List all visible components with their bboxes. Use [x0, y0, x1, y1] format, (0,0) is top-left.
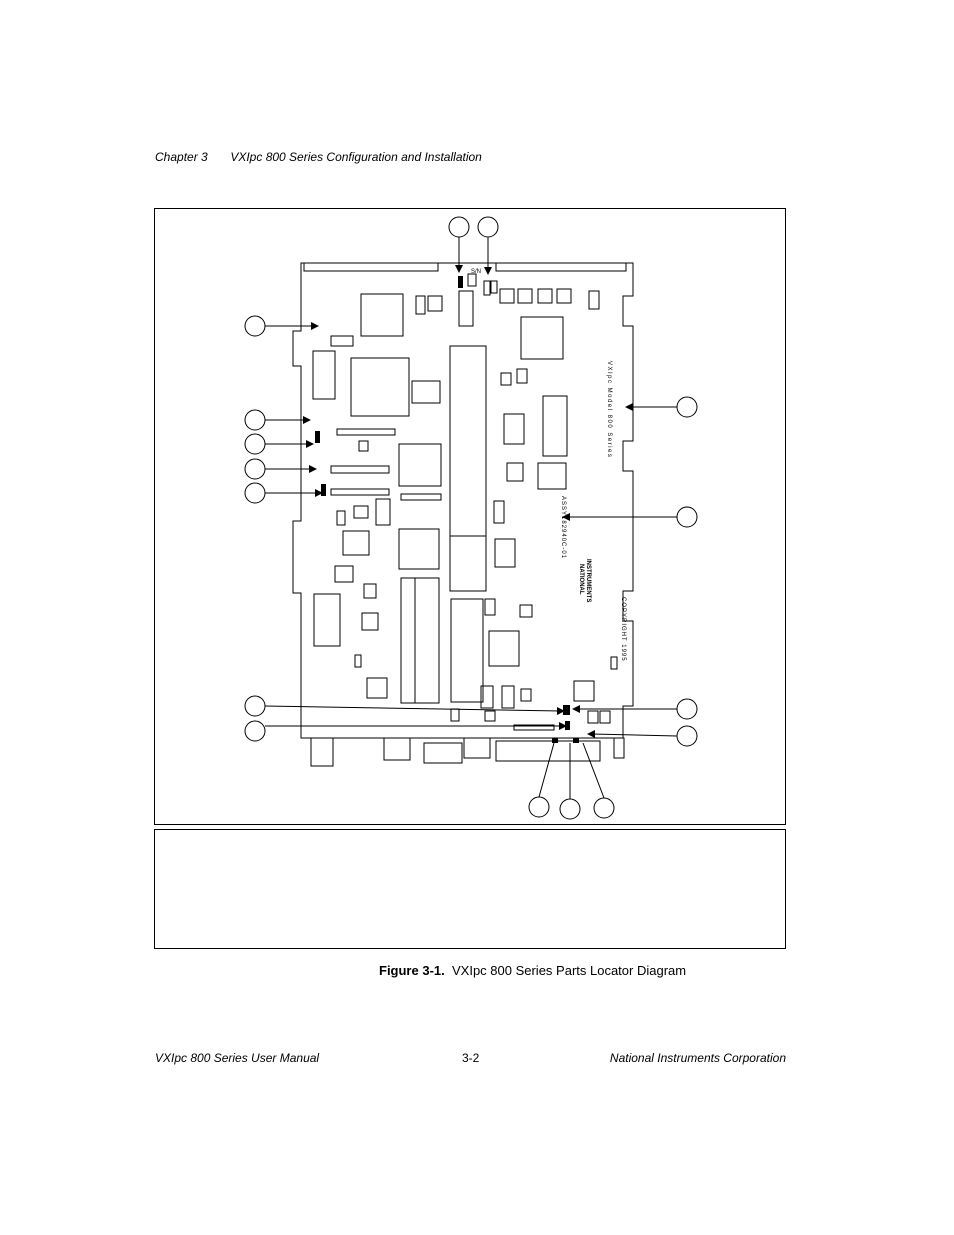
- header-strip-e: [513, 724, 555, 731]
- bottom-connector-6: [613, 737, 625, 759]
- part-misc-14: [610, 656, 618, 670]
- board-serial-label: S/N: [471, 269, 481, 275]
- part-misc-10: [354, 654, 362, 668]
- part-misc-2: [493, 500, 505, 524]
- bottom-connector-2: [383, 737, 411, 761]
- part-misc-16: [587, 710, 599, 724]
- parts-locator-diagram: S/N VXIpc Model 800 Series ASSY182940C-0…: [244, 216, 698, 820]
- part-misc-8: [336, 510, 346, 526]
- part-misc-1: [375, 498, 391, 526]
- part-misc-17: [450, 708, 460, 722]
- part-misc-7: [520, 688, 532, 702]
- header-strip-b: [330, 465, 390, 474]
- footer-manual-title: VXIpc 800 Series User Manual: [155, 1051, 320, 1065]
- chip-sq-n: [330, 335, 354, 347]
- chip-sq-d: [342, 530, 370, 556]
- board-model-label: VXIpc Model 800 Series: [606, 361, 612, 458]
- part-misc-13: [358, 440, 369, 452]
- chip-upper-right: [520, 316, 564, 360]
- chip-sq-b: [506, 462, 524, 482]
- part-misc-6: [501, 685, 515, 709]
- chip-square: [537, 462, 567, 490]
- chip-sq-f: [366, 677, 388, 699]
- callout-circles: [244, 216, 698, 820]
- chapter-label: Chapter 3: [155, 150, 208, 164]
- part-top-4: [556, 288, 572, 304]
- header-strip-d: [400, 493, 442, 501]
- top-connector-left: [303, 262, 439, 272]
- board-assembly-label: ASSY182940C-01: [560, 496, 566, 559]
- footer-page-number: 3-2: [462, 1051, 480, 1065]
- figure-title: VXIpc 800 Series Parts Locator Diagram: [451, 963, 687, 978]
- part-top-6: [467, 273, 477, 287]
- bottom-connector-3: [423, 742, 463, 764]
- chip-right-large: [488, 630, 520, 667]
- top-connector-right: [495, 262, 627, 272]
- brand-line1: NATIONAL: [578, 564, 584, 595]
- bus-slot-upper: [449, 345, 487, 537]
- chip-sq-h: [361, 612, 379, 631]
- figure-caption: Figure 3-1. VXIpc 800 Series Parts Locat…: [379, 963, 686, 978]
- part-misc-12: [500, 372, 512, 386]
- chapter-title: VXIpc 800 Series Configuration and Insta…: [230, 150, 482, 164]
- callout-leaders: [264, 237, 678, 799]
- chip-sq-c: [494, 538, 516, 568]
- bottom-connector-5: [495, 740, 601, 762]
- chip-sq-e: [334, 565, 354, 583]
- part-misc-3: [484, 598, 496, 616]
- part-misc-4: [519, 604, 533, 618]
- part-misc-5: [480, 685, 494, 709]
- bus-slot-lower: [449, 535, 487, 592]
- simm-slot-right: [414, 577, 440, 704]
- chip-mid: [398, 443, 442, 487]
- part-top-3: [537, 288, 553, 304]
- chip-right-tall: [542, 395, 568, 457]
- part-top-2: [517, 288, 533, 304]
- header-strip-c: [330, 488, 390, 496]
- chip-sq-k: [458, 290, 474, 327]
- part-top-7: [483, 280, 491, 296]
- footer-company: National Instruments Corporation: [609, 1051, 786, 1065]
- chip-sq-l: [427, 295, 443, 312]
- part-misc-15: [599, 710, 611, 724]
- part-top-5: [588, 290, 600, 310]
- bottom-connector-1: [310, 737, 334, 767]
- figure-number: Figure 3-1.: [379, 963, 445, 978]
- chip-sq-i: [363, 583, 377, 599]
- bottom-connector-4: [463, 737, 491, 759]
- part-misc-9: [353, 505, 369, 519]
- header-strip-a: [336, 428, 396, 436]
- chip-sq-m: [415, 295, 426, 315]
- chip-chipset: [350, 357, 410, 417]
- page-header: Chapter 3 VXIpc 800 Series Configuration…: [155, 150, 482, 164]
- chip-sq-a: [503, 413, 525, 445]
- simm-slot-left: [400, 577, 416, 704]
- chip-lower: [398, 528, 440, 570]
- board-outline: [292, 262, 634, 739]
- bus-slot-bottom: [450, 598, 484, 703]
- part-top-1: [499, 288, 515, 304]
- chip-cpu: [360, 293, 404, 337]
- part-top-8: [490, 280, 498, 294]
- part-misc-11: [516, 368, 528, 384]
- chip-sq-g: [573, 680, 595, 702]
- chip-left-lower: [313, 593, 341, 647]
- board-copyright-label: COPYRIGHT 1995: [620, 597, 626, 662]
- legend-frame: [154, 829, 786, 949]
- chip-left-tall: [312, 350, 336, 400]
- diagram-frame: S/N VXIpc Model 800 Series ASSY182940C-0…: [154, 208, 786, 825]
- chip-sq-j: [411, 380, 441, 404]
- brand-line2: INSTRUMENTS: [585, 559, 591, 602]
- part-misc-18: [484, 710, 496, 722]
